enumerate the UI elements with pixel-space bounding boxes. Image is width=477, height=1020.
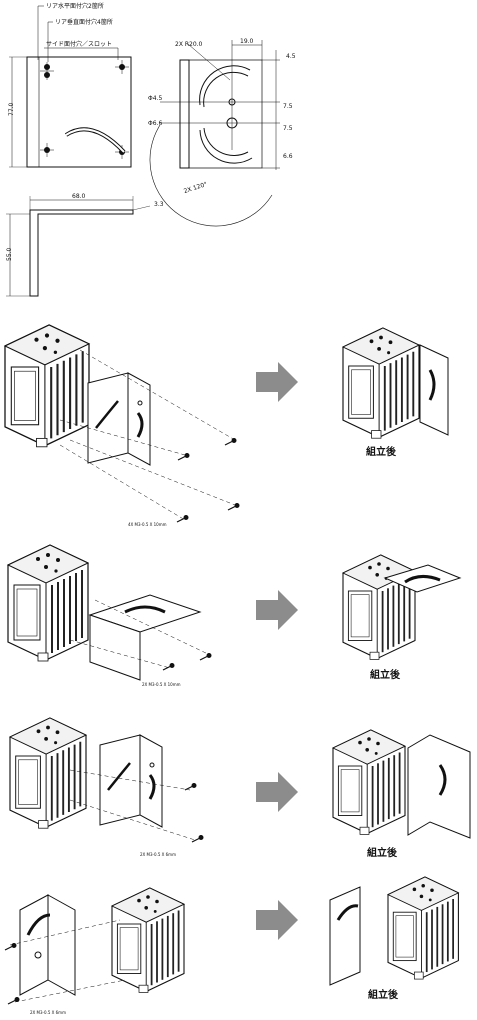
assembly-step-1: 4X M3-0.5 X 10mm 組立後 [3, 323, 449, 527]
device-step-4 [111, 887, 185, 994]
assembly-step-2: 2X M3-0.5 X 10mm 組立後 [7, 544, 462, 687]
dim-77: 77.0 [8, 102, 15, 116]
dim-19: 19.0 [240, 38, 254, 45]
arrow-step-2 [256, 590, 298, 630]
dim-7-5-b: 7.5 [283, 125, 293, 132]
dim-phi-4-5: Φ4.5 [148, 95, 162, 102]
device-step-2 [7, 544, 89, 662]
arrow-step-3 [256, 772, 298, 812]
device-assembled-step-2 [342, 554, 416, 661]
bracket-step-1 [86, 371, 152, 467]
dim-angle-120: 2X 120° [183, 181, 208, 195]
arrow-step-1 [256, 362, 298, 402]
caption-step-2: 組立後 [370, 668, 401, 681]
caption-step-4: 組立後 [368, 988, 399, 1001]
bracket-step-3 [98, 733, 164, 829]
device-assembled-step-4 [387, 876, 460, 980]
callout-side-slot: サイド面付穴／スロット [46, 40, 112, 48]
arrow-step-4 [256, 900, 298, 940]
device-step-1 [3, 323, 91, 448]
screw-label-step-1: 4X M3-0.5 X 10mm [128, 522, 167, 527]
bracket-profile-view [29, 209, 134, 297]
caption-step-3: 組立後 [367, 846, 398, 859]
bracket-side-view [179, 59, 190, 169]
technical-drawing: リア水平面付穴2箇所 リア垂直面付穴4箇所 サイド面付穴／スロット 77.0 [6, 2, 296, 297]
dim-r20: 2X R20.0 [175, 41, 203, 48]
screw-label-step-3: 2X M3-0.5 X 6mm [140, 852, 176, 857]
screw-label-step-4: 2X M3-0.5 X 6mm [30, 1010, 66, 1015]
dim-4-5-right: 4.5 [286, 53, 296, 60]
callout-rear-horizontal: リア水平面付穴2箇所 [46, 2, 104, 10]
callout-rear-vertical: リア垂直面付穴4箇所 [55, 18, 113, 26]
dim-68: 68.0 [72, 193, 86, 200]
bracket-front-view [26, 56, 132, 168]
dim-55: 55.0 [6, 247, 13, 261]
bracket-step-4 [19, 894, 49, 996]
device-assembled-step-1 [342, 327, 420, 440]
caption-step-1: 組立後 [366, 445, 397, 458]
device-assembled-step-3 [332, 729, 406, 836]
dim-6-6: 6.6 [283, 153, 293, 160]
assembly-step-4: 2X M3-0.5 X 6mm 組立後 [4, 876, 460, 1015]
device-step-3 [9, 717, 87, 830]
screw-label-step-2: 2X M3-0.5 X 10mm [142, 682, 181, 687]
dim-3-3: 3.3 [154, 201, 164, 208]
dim-phi-6-6: Φ6.6 [148, 120, 162, 127]
assembly-step-3: 2X M3-0.5 X 6mm 組立後 [9, 717, 471, 859]
dim-7-5-a: 7.5 [283, 103, 293, 110]
